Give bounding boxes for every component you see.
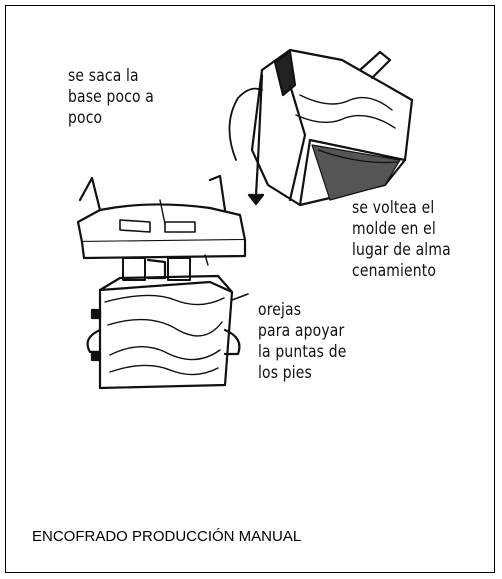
mold-flip-label: se voltea el molde en el lugar de alma c… xyxy=(352,198,451,281)
figure-caption: ENCOFRADO PRODUCCIÓN MANUAL xyxy=(32,528,302,545)
flipped-mold-drawing xyxy=(228,48,414,207)
ears-label: orejas para apoyar la puntas de los pies xyxy=(258,300,347,383)
base-removal-drawing xyxy=(76,174,247,281)
mold-box-drawing xyxy=(86,274,249,390)
figure-frame xyxy=(5,5,495,573)
base-removal-label: se saca la base poco a poco xyxy=(68,66,155,128)
